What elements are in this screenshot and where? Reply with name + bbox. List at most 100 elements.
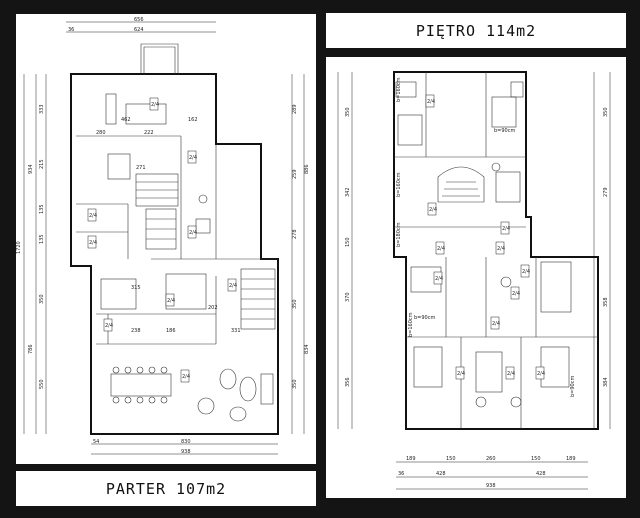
ground-inner-dim: 462 [121,117,131,123]
ground-dim-left-1: 1720 [16,241,22,254]
ground-inner-dim: 202 [208,305,218,311]
upper-room-label: 2/4 [537,371,545,377]
ground-room-label: 2/4 [89,240,97,246]
ground-inner-dim: 315 [131,285,141,291]
upper-dim-right-2: 279 [603,187,609,197]
ground-dim-right-6: 350 [292,299,298,309]
ground-top-dimensions: 656 36 624 [66,17,216,33]
ground-dim-top-3: 624 [134,27,144,33]
ground-floor-plan: 656 36 624 1720 934 786 333 215 135 135 … [16,14,316,464]
ground-dim-right-2: 834 [304,344,310,354]
ground-room-label: 2/4 [89,213,97,219]
upper-room-label: 2/4 [522,269,530,275]
upper-room-label: 2/4 [507,371,515,377]
ground-dim-left-6: 135 [39,204,45,214]
ground-inner-dim: 186 [166,328,176,334]
upper-dim-left-1: 350 [345,107,351,117]
ground-outer-wall [70,73,279,435]
ground-inner-dim: 222 [144,130,154,136]
upper-bed-label: b=90cm [414,315,435,321]
upper-dim-right-1: 350 [603,107,609,117]
ground-floor-title-text: PARTER 107m2 [105,479,227,498]
ground-dim-right-7: 350 [292,379,298,389]
upper-dim-bottom-5: 189 [566,456,576,462]
ground-dim-right-3: 289 [292,104,298,114]
upper-dim-bottom-2: 150 [446,456,456,462]
upper-room-labels: 2/4 2/4 2/4 2/4 2/4 2/4 2/4 2/4 2/4 2/4 … [425,94,545,380]
ground-dim-left-7: 135 [39,234,45,244]
upper-bed-label: b=160cm [396,77,402,102]
ground-dim-left-9: 550 [39,379,45,389]
upper-bed-label: b=90cm [570,376,576,397]
ground-dim-left-2: 934 [28,164,34,174]
upper-dim-bottom-3: 260 [486,456,496,462]
ground-right-dimensions: 886 834 289 259 278 350 350 [291,74,310,434]
ground-dim-left-3: 786 [28,344,34,354]
upper-outer-wall [393,71,599,430]
upper-room-label: 2/4 [457,371,465,377]
upper-bed-labels: b=160cm b=160cm b=180cm b=90cm b=160cm b… [396,77,576,397]
ground-inner-dim: 238 [131,328,141,334]
ground-inner-dim: 162 [188,117,198,123]
ground-dim-top-1: 656 [134,17,144,23]
upper-right-dimensions: 350 279 358 384 [593,72,611,429]
upper-dim-left-2: 342 [345,187,351,197]
upper-room-label: 2/4 [429,207,437,213]
ground-inner-dimensions: 462 162 280 222 271 315 186 202 238 331 [96,117,241,334]
upper-room-label: 2/4 [497,246,505,252]
ground-dim-left-5: 215 [39,159,45,169]
upper-dim-bottom-1: 189 [406,456,416,462]
upper-dim-bottom-7: 428 [536,471,546,477]
ground-dim-bottom-1: 938 [181,449,191,455]
upper-room-label: 2/4 [427,99,435,105]
upper-floor-plan: 350 342 150 370 356 350 279 358 384 189 … [326,57,626,498]
ground-dim-right-1: 886 [304,164,310,174]
upper-room-label: 2/4 [437,246,445,252]
ground-dim-left-4: 333 [39,104,45,114]
upper-dim-bottom-4: 150 [531,456,541,462]
ground-room-labels: 2/4 2/4 2/4 2/4 2/4 2/4 2/4 2/4 2/4 [87,97,237,383]
ground-inner-dim: 280 [96,130,106,136]
upper-floor-title-text: PIĘTRO 114m2 [415,21,537,40]
ground-dim-bottom-2: 830 [181,439,191,445]
ground-floor-title: PARTER 107m2 [16,471,316,506]
ground-room-label: 2/4 [105,323,113,329]
upper-dim-left-4: 370 [345,292,351,302]
upper-bed-label: b=160cm [408,312,414,337]
upper-floor-title: PIĘTRO 114m2 [326,13,626,48]
ground-room-label: 2/4 [189,230,197,236]
upper-room-label: 2/4 [492,321,500,327]
ground-room-label: 2/4 [182,374,190,380]
upper-room-label: 2/4 [502,226,510,232]
ground-room-label: 2/4 [151,102,159,108]
ground-dim-right-4: 259 [292,169,298,179]
ground-inner-dim: 271 [136,165,146,171]
upper-stairs [437,166,485,203]
ground-dim-bottom-3: 54 [93,439,99,445]
upper-bed-label: b=90cm [494,128,515,134]
upper-left-dimensions: 350 342 150 370 356 [337,72,353,429]
upper-dim-bottom-6: 428 [436,471,446,477]
ground-dim-top-2: 36 [68,27,74,33]
upper-furniture [395,81,572,408]
ground-inner-dim: 331 [231,328,241,334]
ground-left-dimensions: 1720 934 786 333 215 135 135 350 550 [16,74,47,434]
upper-dim-left-5: 356 [345,377,351,387]
ground-stairs [135,173,276,330]
ground-furniture [100,93,274,422]
upper-dim-right-3: 358 [603,297,609,307]
ground-room-label: 2/4 [167,298,175,304]
ground-room-label: 2/4 [189,155,197,161]
upper-dim-left-3: 150 [345,237,351,247]
upper-dim-right-4: 384 [603,377,609,387]
ground-floor-drawing: 656 36 624 1720 934 786 333 215 135 135 … [16,17,310,455]
ground-dim-left-8: 350 [39,294,45,304]
upper-bed-label: b=160cm [396,172,402,197]
ground-bottom-dimensions: 938 830 54 [91,439,278,455]
upper-room-label: 2/4 [435,276,443,282]
upper-bed-label: b=180cm [396,222,402,247]
upper-floor-drawing: 350 342 150 370 356 350 279 358 384 189 … [337,71,611,490]
upper-bottom-dimensions: 189 150 260 150 189 428 428 938 36 [396,456,588,490]
upper-room-label: 2/4 [512,291,520,297]
ground-dim-right-5: 278 [292,229,298,239]
